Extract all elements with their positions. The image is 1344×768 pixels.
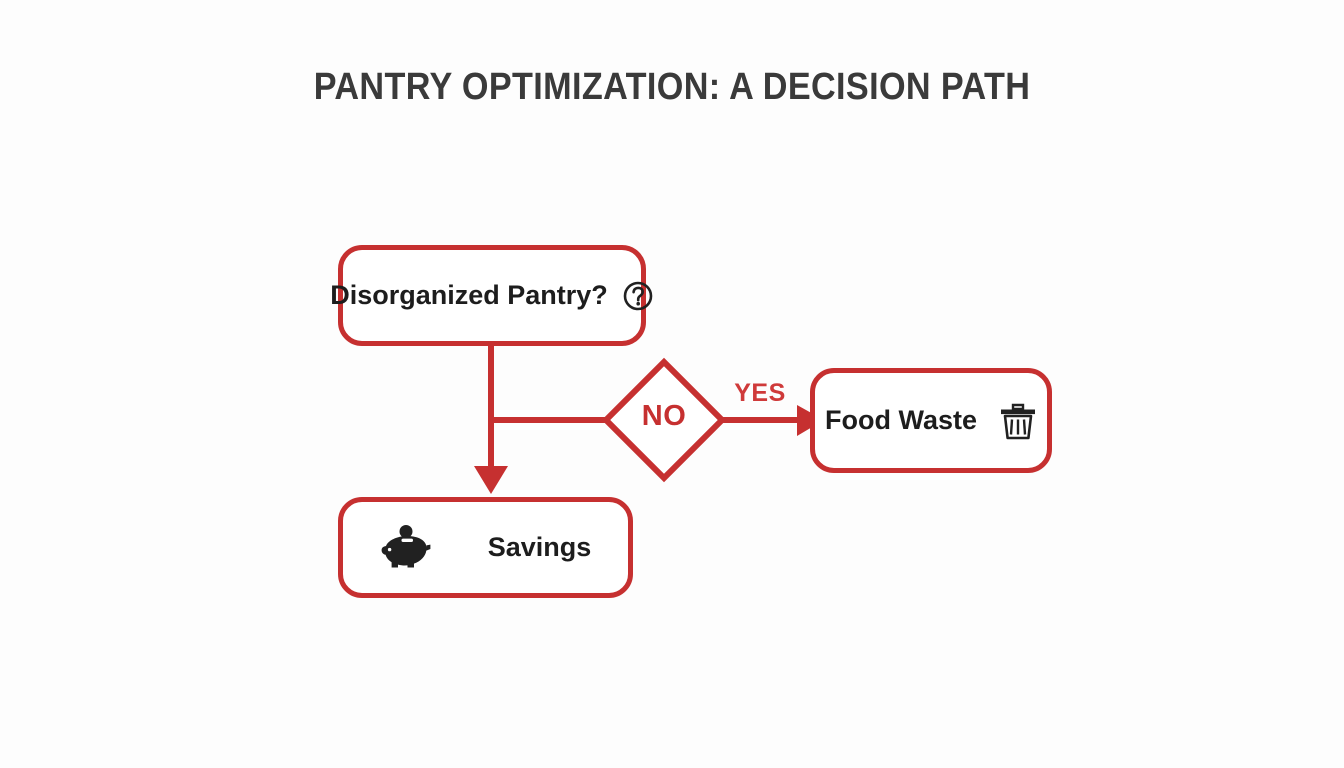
- edge-label-yes: YES: [734, 379, 786, 407]
- node-content: Disorganized Pantry?: [330, 280, 654, 312]
- node-label-disorganized-pantry: Disorganized Pantry?: [330, 280, 608, 310]
- page-title: PANTRY OPTIMIZATION: A DECISION PATH: [313, 66, 1031, 108]
- decision-diamond[interactable]: [600, 356, 728, 484]
- trash-can-icon: [1001, 403, 1035, 439]
- circle-question-icon: [623, 281, 653, 310]
- decision-label: NO: [641, 400, 687, 432]
- node-label-food-waste: Food Waste: [825, 405, 977, 435]
- node-content: Food Waste: [825, 401, 1037, 441]
- piggy-bank-icon: [381, 524, 431, 567]
- node-content: Savings: [380, 524, 592, 571]
- arrowhead-down-savings: [474, 466, 508, 494]
- node-label-savings: Savings: [487, 532, 592, 562]
- node-food-waste[interactable]: Food Waste: [810, 368, 1052, 473]
- diamond-shape: [601, 357, 727, 483]
- node-disorganized-pantry[interactable]: Disorganized Pantry?: [330, 245, 653, 346]
- node-savings[interactable]: Savings: [338, 497, 633, 598]
